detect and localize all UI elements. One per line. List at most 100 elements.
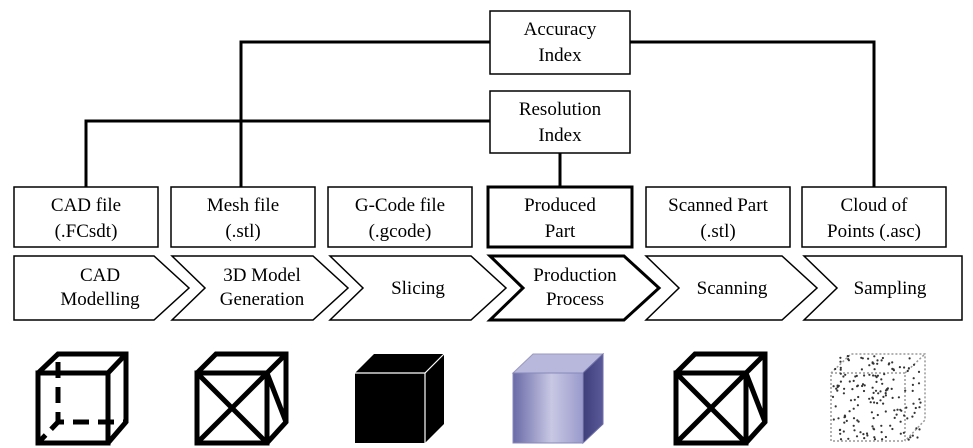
point-cloud-dot	[873, 355, 876, 358]
point-cloud-dot	[867, 357, 870, 360]
accuracy-index-line-1: Accuracy	[524, 19, 597, 40]
point-cloud-dot	[915, 427, 918, 430]
point-cloud-dot	[837, 417, 840, 420]
point-cloud-dot	[861, 383, 865, 386]
point-cloud-dot	[839, 356, 842, 359]
point-cloud-dot	[871, 396, 874, 399]
point-cloud-dot	[835, 387, 838, 390]
point-cloud-dot	[853, 398, 856, 401]
point-cloud-dot	[859, 431, 862, 434]
point-cloud-dot	[852, 407, 855, 410]
point-cloud-dot	[875, 376, 878, 379]
point-cloud-dot	[853, 429, 856, 432]
point-cloud-dot	[891, 396, 894, 399]
point-cloud-dot	[918, 406, 921, 409]
point-cloud-dot	[887, 363, 890, 366]
point-cloud-dot	[848, 380, 851, 383]
point-cloud-dot	[912, 377, 915, 380]
point-cloud-dot	[911, 389, 914, 392]
file-box-gcode: G-Code file (.gcode)	[327, 186, 473, 248]
solid-black-cube-icon	[355, 353, 445, 443]
point-cloud-dot	[872, 391, 875, 394]
point-cloud-dot	[852, 417, 856, 420]
point-cloud-dot	[876, 362, 879, 365]
point-cloud-dot	[839, 372, 842, 375]
wireframe-cube-x-faces-icon	[194, 351, 289, 446]
point-cloud-dot	[846, 355, 850, 358]
step-sampling: Sampling	[854, 278, 927, 299]
step-slicing: Slicing	[391, 278, 445, 299]
point-cloud-dot	[906, 369, 909, 373]
file-box-mesh: Mesh file (.stl)	[170, 186, 316, 248]
point-cloud-dot	[896, 408, 899, 411]
point-cloud-dot	[912, 363, 916, 366]
point-cloud-dot	[868, 397, 871, 400]
step-chevron-cad-modelling	[13, 255, 191, 321]
point-cloud-dot	[897, 396, 901, 399]
point-cloud-dot	[863, 437, 866, 440]
file-box-produced-part: Produced Part	[486, 185, 634, 249]
point-cloud-dot	[884, 394, 888, 397]
point-cloud-dot	[855, 435, 859, 438]
point-cloud-dot	[868, 364, 871, 367]
point-cloud-dot	[882, 402, 885, 405]
point-cloud-dot	[863, 384, 866, 387]
point-cloud-dot	[911, 415, 914, 418]
point-cloud-dot	[907, 367, 911, 370]
point-cloud-dot	[893, 416, 896, 419]
point-cloud-dot	[847, 358, 850, 361]
point-cloud-dot	[890, 387, 893, 390]
point-cloud-dot	[874, 389, 878, 392]
point-cloud-dot	[877, 392, 880, 395]
point-cloud-dot	[871, 362, 874, 365]
point-cloud-dot	[881, 382, 884, 385]
point-cloud-dot	[903, 366, 906, 369]
point-cloud-dot	[883, 373, 886, 376]
point-cloud-dot	[892, 369, 896, 372]
point-cloud-dot	[880, 431, 883, 434]
point-cloud-dot	[899, 408, 902, 411]
point-cloud-dot	[884, 392, 887, 395]
step-chevron-slicing	[328, 255, 508, 321]
point-cloud-dot	[843, 414, 847, 417]
accuracy-index-box: Accuracy Index	[489, 10, 631, 75]
file-box-mesh-line-2: (.stl)	[225, 221, 260, 242]
point-cloud-dot	[834, 405, 837, 408]
file-box-gcode-line-2: (.gcode)	[369, 221, 432, 242]
point-cloud-dot	[839, 380, 843, 383]
point-cloud-dot	[862, 433, 865, 436]
file-box-produced-line-1: Produced	[524, 195, 596, 216]
point-cloud-dot	[857, 395, 860, 399]
point-cloud-dot	[906, 417, 909, 420]
point-cloud-dot	[914, 406, 917, 410]
step-chevron-production-process	[486, 254, 662, 322]
point-cloud-dot	[845, 419, 848, 422]
point-cloud-dot	[904, 389, 907, 392]
point-cloud-dot	[870, 411, 874, 414]
point-cloud-dot	[913, 411, 916, 414]
shaded-purple-cube-icon	[511, 352, 605, 445]
point-cloud-dot	[832, 418, 835, 421]
point-cloud-dot	[842, 392, 846, 395]
point-cloud-dot	[893, 409, 896, 412]
file-box-cad-line-1: CAD file	[51, 195, 121, 216]
file-box-cad: CAD file (.FCsdt)	[13, 186, 159, 248]
point-cloud-dot	[919, 401, 922, 404]
point-cloud-dot	[868, 373, 871, 376]
point-cloud-dot	[848, 410, 851, 413]
process-chevrons	[13, 254, 963, 322]
point-cloud-dot	[836, 389, 839, 392]
point-cloud-dot	[879, 399, 882, 402]
point-cloud-dot	[856, 419, 859, 422]
point-cloud-dot	[902, 431, 906, 434]
point-cloud-dot	[866, 434, 869, 437]
point-cloud-dot	[873, 368, 876, 371]
point-cloud-dot	[839, 360, 842, 363]
point-cloud-dot	[880, 424, 883, 427]
point-cloud-dot	[832, 385, 835, 388]
step-scanning: Scanning	[697, 278, 768, 299]
point-cloud-dot	[918, 398, 921, 401]
resolution-connector-left	[84, 119, 490, 187]
step-cad-line-1: CAD	[80, 265, 120, 286]
